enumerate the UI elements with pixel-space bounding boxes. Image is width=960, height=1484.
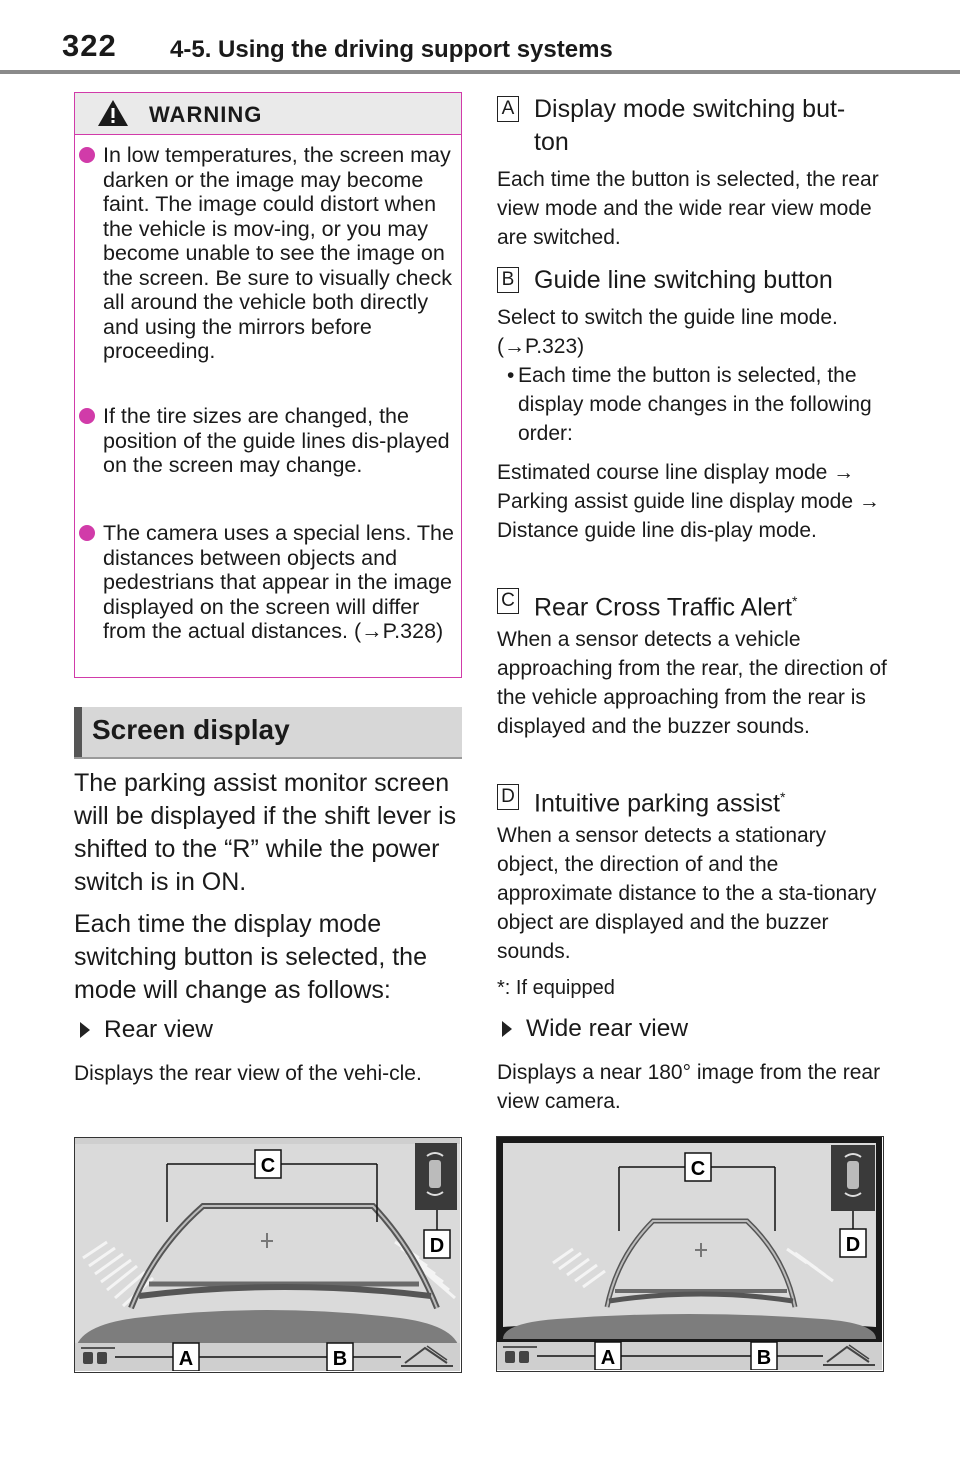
footnote: *: If equipped	[497, 977, 615, 999]
item-a-title: Display mode switching but-ton	[534, 95, 846, 156]
triangle-bullet-icon	[502, 1021, 512, 1037]
warning-item: In low temperatures, the screen may dark…	[79, 143, 454, 364]
header-rule	[0, 70, 960, 74]
item-b-desc: Select to switch the guide line mode. (→…	[497, 306, 838, 358]
item-a-heading: A Display mode switching but-ton	[497, 93, 877, 159]
screen-display-heading: Screen display	[74, 707, 462, 757]
callout-b-box	[750, 1341, 778, 1370]
callout-c-label: C	[691, 1158, 705, 1180]
wide-rear-view-desc: Displays a near 180° image from the rear…	[497, 1061, 881, 1113]
heading-bar	[74, 707, 82, 757]
callout-b-label: B	[757, 1347, 771, 1369]
callout-d-label: D	[846, 1234, 860, 1256]
wide-rear-view-heading: Wide rear view	[502, 1015, 688, 1043]
item-b-heading: B Guide line switching button	[497, 264, 877, 297]
warning-title: WARNING	[149, 102, 263, 127]
item-b-bullet: • Each time the button is selected, the …	[497, 361, 882, 448]
intro-paragraph-2: Each time the display mode switching but…	[74, 910, 427, 1004]
warning-item: The camera uses a special lens. The dist…	[79, 521, 454, 644]
warning-item-text: In low temperatures, the screen may dark…	[103, 143, 452, 363]
letter-a-box: A	[497, 96, 519, 122]
warning-box: WARNING In low temperatures, the screen …	[74, 92, 462, 678]
item-a-desc: Each time the button is selected, the re…	[497, 168, 879, 249]
callout-c-box	[684, 1152, 712, 1182]
callout-c-box	[254, 1149, 282, 1179]
section-title: 4-5. Using the driving support systems	[170, 36, 613, 63]
item-c-desc: When a sensor detects a vehicle approach…	[497, 628, 887, 738]
bullet-icon	[79, 147, 95, 163]
bullet-icon	[79, 525, 95, 541]
callout-c-label: C	[261, 1155, 275, 1177]
warning-item-text: The camera uses a special lens. The dist…	[103, 521, 454, 643]
page-number: 322	[62, 28, 117, 63]
wide-rear-view-illustration: C D A B	[497, 1137, 882, 1370]
screen-display-title: Screen display	[92, 714, 290, 745]
callout-b-label: B	[333, 1348, 347, 1370]
callout-b-box	[326, 1342, 354, 1371]
callout-a-box	[172, 1342, 200, 1371]
callout-d-box	[423, 1229, 451, 1259]
item-b-title: Guide line switching button	[534, 266, 833, 294]
bullet-icon	[79, 408, 95, 424]
rear-view-illustration: C D A B	[75, 1138, 460, 1371]
page-header: 322 4-5. Using the driving support syste…	[0, 0, 960, 76]
callout-d-label: D	[430, 1235, 444, 1257]
warning-item-text: If the tire sizes are changed, the posit…	[103, 404, 450, 477]
item-d-desc: When a sensor detects a stationary objec…	[497, 824, 877, 963]
heading-rule	[74, 757, 462, 759]
bullet-dot: •	[507, 364, 515, 387]
item-c-heading: C Rear Cross Traffic Alert*	[497, 585, 877, 624]
warning-header: WARNING	[75, 93, 461, 135]
warning-triangle-icon	[98, 100, 128, 126]
rear-view-desc: Displays the rear view of the vehi-cle.	[74, 1062, 422, 1085]
item-b-bullet-text: Each time the button is selected, the di…	[518, 364, 872, 445]
item-c-title: Rear Cross Traffic Alert	[534, 593, 792, 622]
wide-rear-view-title: Wide rear view	[526, 1015, 689, 1042]
wide-rear-view-screen-figure: C D A B	[496, 1136, 884, 1372]
triangle-bullet-icon	[80, 1022, 90, 1038]
item-d-title: Intuitive parking assist	[534, 789, 780, 818]
rear-view-screen-figure: C D A B	[74, 1137, 462, 1373]
letter-d-box: D	[497, 784, 519, 810]
letter-c-box: C	[497, 588, 519, 614]
callout-a-label: A	[601, 1347, 615, 1369]
item-d-heading: D Intuitive parking assist*	[497, 781, 877, 820]
callout-a-label: A	[179, 1348, 193, 1370]
letter-b-box: B	[497, 267, 519, 293]
callout-a-box	[594, 1341, 622, 1370]
item-b-order: Estimated course line display mode → Par…	[497, 461, 880, 542]
warning-item: If the tire sizes are changed, the posit…	[79, 404, 454, 478]
rear-view-title: Rear view	[104, 1016, 213, 1043]
intro-paragraph-1: The parking assist monitor screen will b…	[74, 769, 457, 896]
callout-d-box	[839, 1228, 867, 1258]
rear-view-heading: Rear view	[80, 1016, 213, 1044]
